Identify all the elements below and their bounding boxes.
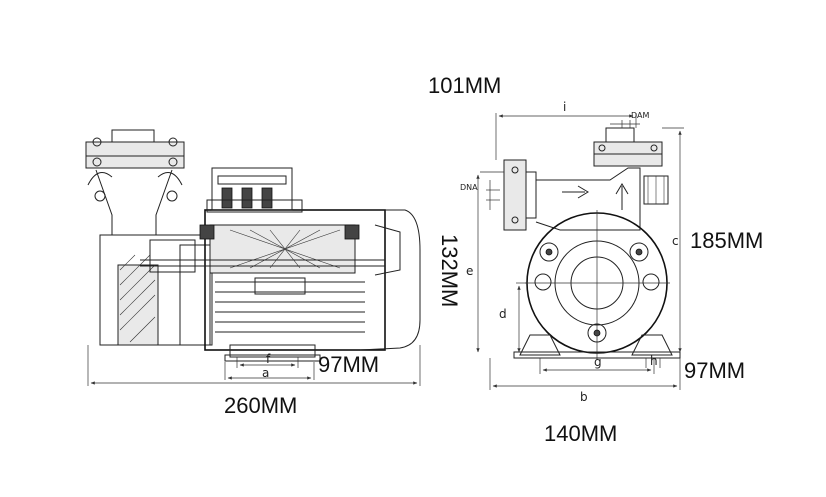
label-g: g	[594, 355, 602, 369]
dim-height-right: 185MM	[690, 228, 763, 253]
label-i: i	[563, 100, 566, 114]
label-dam: DAM	[631, 111, 649, 120]
rotor-lines	[229, 229, 341, 269]
motor-fins	[215, 281, 365, 333]
dim-overall-width: 140MM	[544, 421, 617, 446]
dim-foot-left: 97MM	[318, 352, 379, 377]
label-d: d	[499, 307, 507, 321]
label-a: a	[262, 366, 269, 380]
front-view	[476, 113, 684, 390]
dim-top-width: 101MM	[428, 73, 501, 98]
label-f: f	[266, 352, 271, 366]
label-h: h	[650, 354, 658, 368]
label-dna: DNA	[460, 183, 478, 192]
dim-overall-length: 260MM	[224, 393, 297, 418]
housing-hatch	[119, 254, 156, 343]
side-view	[85, 129, 421, 386]
label-b: b	[580, 390, 588, 404]
label-c: c	[672, 234, 679, 248]
dim-height-left: 132MM	[437, 234, 462, 307]
label-e: e	[466, 264, 473, 278]
dim-foot-right: 97MM	[684, 358, 745, 383]
